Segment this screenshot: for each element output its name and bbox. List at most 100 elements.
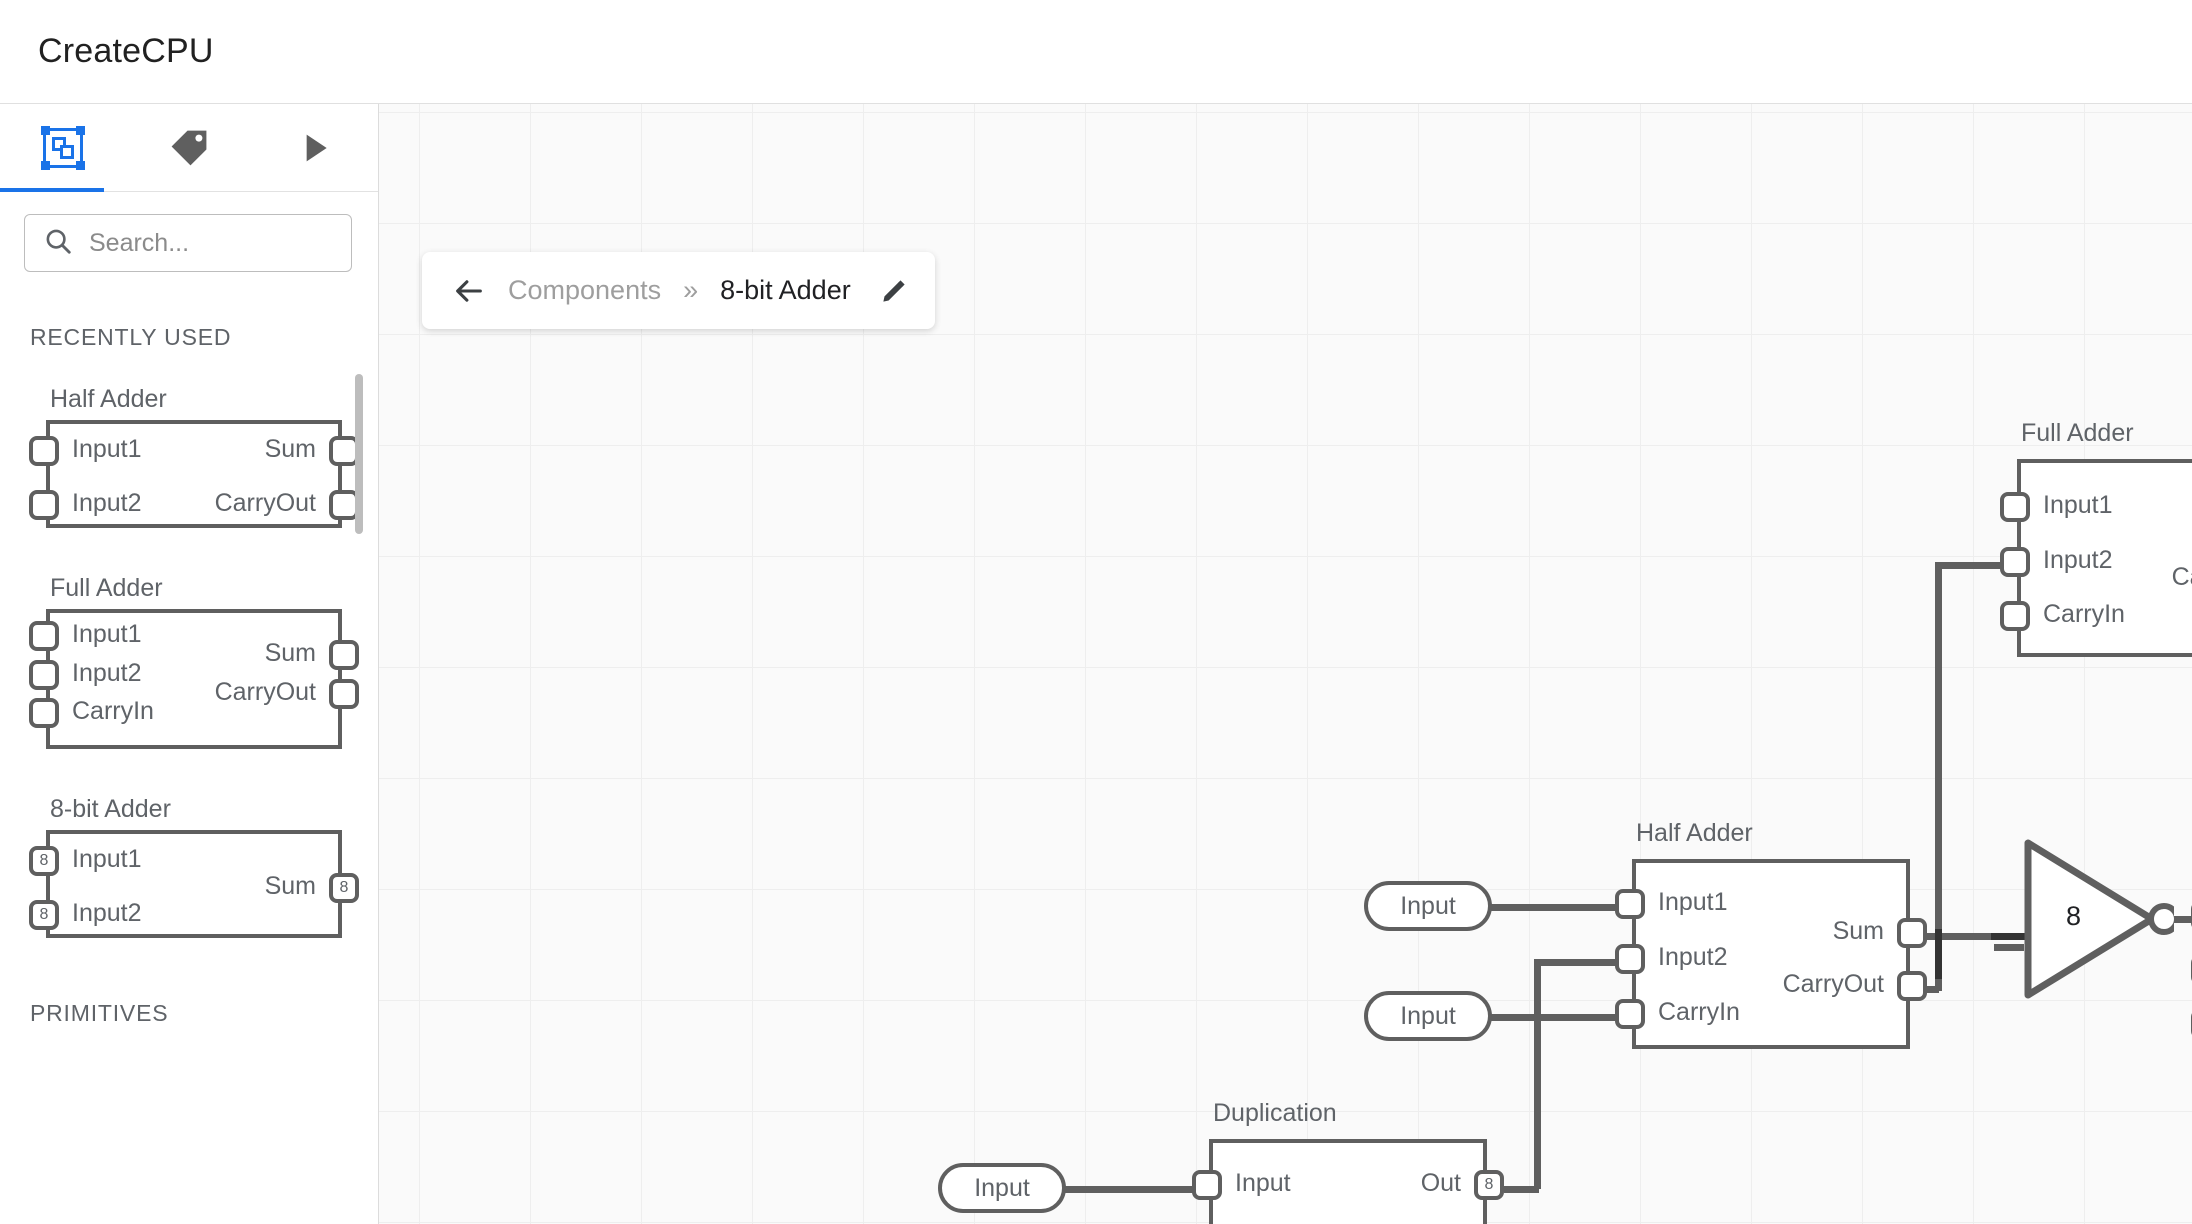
block-title: Half Adder bbox=[1636, 819, 1753, 847]
port-sum[interactable] bbox=[329, 436, 359, 466]
palette-item-title: 8-bit Adder bbox=[50, 795, 171, 823]
canvas-not-gate[interactable]: 8 bbox=[2024, 839, 2180, 999]
wire-duplication-out-h bbox=[1504, 1186, 1539, 1193]
tab-active-indicator bbox=[0, 188, 104, 192]
port-carryin[interactable] bbox=[2000, 601, 2030, 631]
eight-bit-adder-symbol: 8 Input1 8 Input2 8 Sum bbox=[29, 830, 359, 938]
sidebar-scrollbar[interactable] bbox=[355, 374, 363, 534]
port-carryout[interactable] bbox=[329, 679, 359, 709]
canvas-input-pill-1[interactable]: Input bbox=[1364, 881, 1492, 931]
tag-icon bbox=[167, 126, 211, 170]
main-split: RECENTLY USED Half Adder Input1 Input2 S… bbox=[0, 104, 2192, 1224]
port-label-input2: Input2 bbox=[72, 899, 142, 927]
canvas-block-duplication[interactable]: Duplication Input 8 Out bbox=[1192, 1099, 1504, 1224]
wire-halfadder-sum-h-dark bbox=[1991, 933, 2031, 940]
port-label-carryout: CarryOut bbox=[1782, 970, 1884, 998]
palette-item-half-adder[interactable]: Half Adder Input1 Input2 Sum CarryOut bbox=[0, 351, 378, 528]
wire-halfadder-sum-h bbox=[1909, 933, 2039, 940]
port-sum[interactable] bbox=[329, 640, 359, 670]
half-adder-symbol: Input1 Input2 Sum CarryOut bbox=[29, 420, 359, 528]
port-label-input2: Input2 bbox=[72, 659, 142, 687]
port-label-sum: Sum bbox=[1832, 917, 1884, 945]
app-title-bar: CreateCPU bbox=[0, 0, 2192, 104]
breadcrumb-current: 8-bit Adder bbox=[720, 275, 851, 305]
wire-halfadder-sum-v-dark bbox=[1935, 929, 1942, 979]
palette-item-title: Full Adder bbox=[50, 574, 163, 602]
palette-item-title: Half Adder bbox=[50, 385, 167, 413]
search-box[interactable] bbox=[24, 214, 352, 272]
search-container bbox=[0, 192, 378, 272]
port-sum[interactable]: 8 bbox=[329, 873, 359, 903]
block-title: Duplication bbox=[1213, 1099, 1337, 1127]
port-label-input2: Input2 bbox=[2043, 546, 2113, 574]
palette-item-8bit-adder[interactable]: 8-bit Adder 8 Input1 8 Input2 8 Sum bbox=[0, 749, 378, 938]
port-label-input1: Input1 bbox=[72, 620, 142, 648]
port-input2[interactable]: 8 bbox=[29, 900, 59, 930]
port-out[interactable]: 8 bbox=[1474, 1170, 1504, 1200]
wire-duplication-out-v bbox=[1534, 959, 1541, 1189]
tab-components[interactable] bbox=[0, 104, 126, 192]
sidebar: RECENTLY USED Half Adder Input1 Input2 S… bbox=[0, 104, 379, 1224]
port-label-out: Out bbox=[1420, 1169, 1461, 1197]
pencil-icon[interactable] bbox=[879, 276, 909, 306]
port-label-input1: Input1 bbox=[72, 845, 142, 873]
breadcrumb-root[interactable]: Components bbox=[508, 275, 662, 305]
canvas-input-pill-3[interactable]: Input bbox=[938, 1163, 1066, 1213]
port-input1[interactable] bbox=[2000, 492, 2030, 522]
tab-run[interactable] bbox=[252, 104, 378, 192]
port-input2[interactable] bbox=[29, 660, 59, 690]
full-adder-symbol: Input1 Input2 CarryIn Sum CarryOut bbox=[29, 609, 359, 749]
port-label-sum: Sum bbox=[264, 872, 316, 900]
back-arrow-icon[interactable] bbox=[452, 274, 486, 308]
port-label-carryout: CarryOut bbox=[2171, 563, 2192, 591]
wire-halfadder-sum-v bbox=[1935, 562, 1942, 942]
port-label-carryout: CarryOut bbox=[214, 678, 316, 706]
port-input1[interactable]: 8 bbox=[29, 846, 59, 876]
port-input1[interactable] bbox=[29, 436, 59, 466]
wire-halfadder-carryout-v bbox=[1935, 979, 1942, 991]
canvas-block-half-adder[interactable]: Half Adder Input1 Input2 CarryIn Sum Car… bbox=[1615, 819, 1927, 1049]
port-label-sum: Sum bbox=[264, 435, 316, 463]
port-input2[interactable] bbox=[1615, 944, 1645, 974]
port-input1[interactable] bbox=[1615, 889, 1645, 919]
palette-item-full-adder[interactable]: Full Adder Input1 Input2 CarryIn Sum Car… bbox=[0, 528, 378, 749]
search-input[interactable] bbox=[89, 228, 333, 258]
canvas-block-full-adder-top[interactable]: Full Adder Input1 Input2 CarryIn Sum Car… bbox=[2000, 419, 2192, 657]
wire-duplication-to-halfadder-input2 bbox=[1534, 959, 1629, 966]
port-input2[interactable] bbox=[2000, 547, 2030, 577]
wire-to-fulladder-top-input2 bbox=[1935, 562, 2045, 569]
wire-notgate-out-to-fulladder-input1 bbox=[2171, 916, 2192, 923]
component-palette[interactable]: RECENTLY USED Half Adder Input1 Input2 S… bbox=[0, 272, 378, 1224]
block-title: Full Adder bbox=[2021, 419, 2134, 447]
schematic-canvas[interactable]: Components » 8-bit Adder bbox=[379, 104, 2192, 1224]
port-input1[interactable] bbox=[29, 621, 59, 651]
port-carryout[interactable] bbox=[1897, 971, 1927, 1001]
not-gate-width-label: 8 bbox=[2066, 901, 2082, 931]
port-label-carryin: CarryIn bbox=[1658, 998, 1740, 1026]
section-label-recently-used: RECENTLY USED bbox=[30, 324, 232, 350]
port-sum[interactable] bbox=[1897, 918, 1927, 948]
play-icon bbox=[295, 128, 335, 168]
port-carryin[interactable] bbox=[1615, 999, 1645, 1029]
breadcrumb-separator: » bbox=[683, 275, 699, 305]
port-input2[interactable] bbox=[29, 490, 59, 520]
sidebar-tabbar bbox=[0, 104, 378, 192]
wire-notgate-lower-stub bbox=[1994, 944, 2024, 951]
components-icon bbox=[41, 125, 85, 170]
port-label-input1: Input1 bbox=[72, 435, 142, 463]
tab-labels[interactable] bbox=[126, 104, 252, 192]
wire-input2-to-halfadder-carryin bbox=[1489, 1014, 1629, 1021]
port-label-carryout: CarryOut bbox=[214, 489, 316, 517]
port-label-input2: Input2 bbox=[1658, 943, 1728, 971]
app-title: CreateCPU bbox=[38, 32, 214, 70]
port-label-carryin: CarryIn bbox=[2043, 600, 2125, 628]
search-icon bbox=[43, 226, 73, 261]
wire-input1-to-halfadder-input1 bbox=[1489, 904, 1629, 911]
port-input[interactable] bbox=[1192, 1170, 1222, 1200]
port-label-sum: Sum bbox=[264, 639, 316, 667]
canvas-input-pill-2[interactable]: Input bbox=[1364, 991, 1492, 1041]
port-label-input2: Input2 bbox=[72, 489, 142, 517]
port-carryin[interactable] bbox=[29, 698, 59, 728]
port-label-input1: Input1 bbox=[1658, 888, 1728, 916]
port-label-input: Input bbox=[1235, 1169, 1291, 1197]
